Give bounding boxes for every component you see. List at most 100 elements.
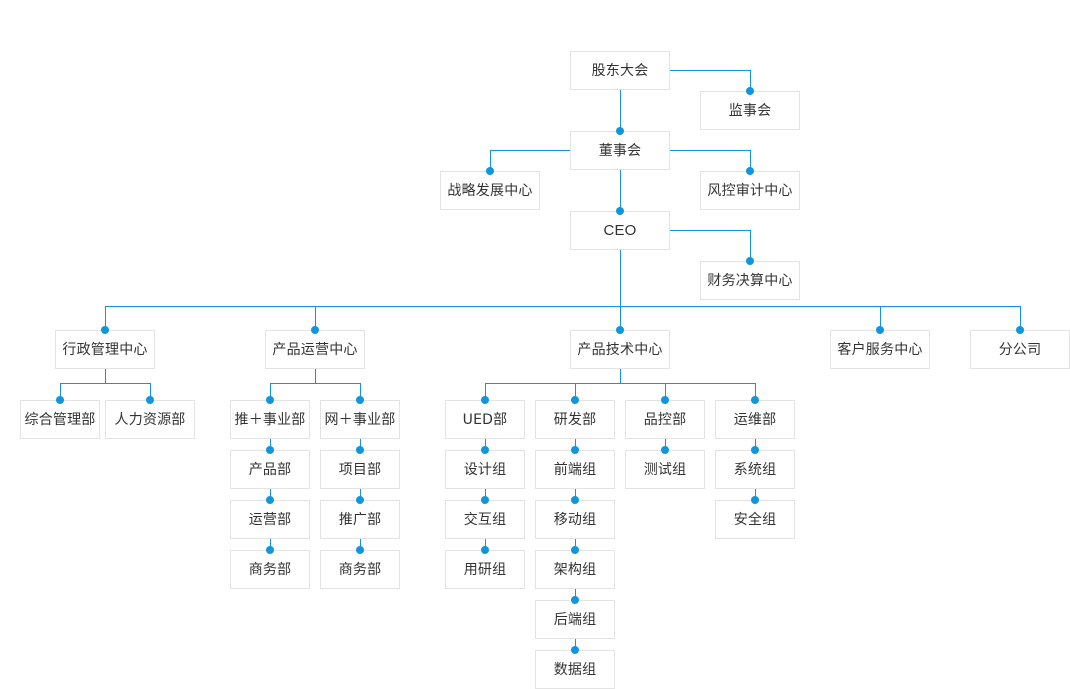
- connector-dot-a1: [56, 396, 64, 404]
- connector-c3-bus: [485, 383, 755, 384]
- connector-n3-n4-v: [490, 150, 491, 171]
- connector-dot-f6: [571, 646, 579, 654]
- connector-dot-f5: [571, 596, 579, 604]
- connector-c3-h1: [755, 383, 756, 400]
- connector-dot-b4: [266, 546, 274, 554]
- connector-dot-f3: [571, 496, 579, 504]
- org-node-g1[interactable]: 品控部: [625, 400, 705, 439]
- connector-c2-drop: [315, 369, 316, 383]
- org-node-d2[interactable]: 项目部: [320, 450, 400, 489]
- org-node-f5[interactable]: 后端组: [535, 600, 615, 639]
- connector-g1-g2: [665, 439, 666, 450]
- org-node-d3[interactable]: 推广部: [320, 500, 400, 539]
- connector-dot-e1: [481, 396, 489, 404]
- org-node-n6[interactable]: CEO: [570, 211, 670, 250]
- org-node-n2[interactable]: 监事会: [700, 91, 800, 130]
- org-node-a1[interactable]: 综合管理部: [20, 400, 100, 439]
- connector-dot-n3: [616, 127, 624, 135]
- org-node-e3[interactable]: 交互组: [445, 500, 525, 539]
- connector-f4-f5: [575, 589, 576, 600]
- connector-c1-a2: [150, 383, 151, 400]
- org-node-f6[interactable]: 数据组: [535, 650, 615, 689]
- org-node-c1[interactable]: 行政管理中心: [55, 330, 155, 369]
- connector-n6-n7-v: [750, 230, 751, 261]
- org-node-n4[interactable]: 战略发展中心: [440, 171, 540, 210]
- connector-dot-c3: [616, 326, 624, 334]
- org-node-c4[interactable]: 客户服务中心: [830, 330, 930, 369]
- connector-dot-b2: [266, 446, 274, 454]
- org-node-f4[interactable]: 架构组: [535, 550, 615, 589]
- connector-n3-n4-h: [490, 150, 570, 151]
- connector-h2-h3: [755, 489, 756, 500]
- connector-e1-e2: [485, 439, 486, 450]
- connector-dot-n2: [746, 87, 754, 95]
- connector-c1-bus: [60, 383, 150, 384]
- connector-dot-b1: [266, 396, 274, 404]
- org-node-c5[interactable]: 分公司: [970, 330, 1070, 369]
- connector-n3-n6-v: [620, 170, 621, 211]
- org-node-e2[interactable]: 设计组: [445, 450, 525, 489]
- org-node-n5[interactable]: 风控审计中心: [700, 171, 800, 210]
- connector-dot-e3: [481, 496, 489, 504]
- connector-dot-n4: [486, 167, 494, 175]
- org-node-e4[interactable]: 用研组: [445, 550, 525, 589]
- connector-dot-h3: [751, 496, 759, 504]
- connector-n1-n3-v: [620, 90, 621, 131]
- org-node-b2[interactable]: 产品部: [230, 450, 310, 489]
- connector-dot-f4: [571, 546, 579, 554]
- org-node-c2[interactable]: 产品运营中心: [265, 330, 365, 369]
- connector-b1-b2: [270, 439, 271, 450]
- connector-dot-n5: [746, 167, 754, 175]
- connector-f5-f6: [575, 639, 576, 650]
- org-node-h2[interactable]: 系统组: [715, 450, 795, 489]
- connector-dot-e4: [481, 546, 489, 554]
- org-node-h1[interactable]: 运维部: [715, 400, 795, 439]
- connector-f1-f2: [575, 439, 576, 450]
- connector-c3-drop: [620, 369, 621, 383]
- org-node-n1[interactable]: 股东大会: [570, 51, 670, 90]
- org-node-a2[interactable]: 人力资源部: [105, 400, 195, 439]
- connector-bus-c1: [105, 306, 106, 330]
- connector-n1-n2-v: [750, 70, 751, 91]
- connector-ceo-drop: [620, 250, 621, 306]
- org-node-d1[interactable]: 网＋事业部: [320, 400, 400, 439]
- connector-e2-e3: [485, 489, 486, 500]
- connector-dot-n6: [616, 207, 624, 215]
- connector-n1-n2-h: [670, 70, 750, 71]
- connector-b3-b4: [270, 539, 271, 550]
- connector-dot-g1: [661, 396, 669, 404]
- connector-dot-n7: [746, 257, 754, 265]
- org-node-n7[interactable]: 财务决算中心: [700, 261, 800, 300]
- connector-n3-n5-v: [750, 150, 751, 171]
- connector-d2-d3: [360, 489, 361, 500]
- connector-h1-h2: [755, 439, 756, 450]
- connector-n6-n7-h: [670, 230, 750, 231]
- org-node-e1[interactable]: UED部: [445, 400, 525, 439]
- connector-e3-e4: [485, 539, 486, 550]
- org-node-b3[interactable]: 运营部: [230, 500, 310, 539]
- org-node-c3[interactable]: 产品技术中心: [570, 330, 670, 369]
- org-node-g2[interactable]: 测试组: [625, 450, 705, 489]
- connector-bus-c3: [620, 306, 621, 330]
- org-node-f1[interactable]: 研发部: [535, 400, 615, 439]
- connector-bus-c5: [1020, 306, 1021, 330]
- org-node-d4[interactable]: 商务部: [320, 550, 400, 589]
- connector-dot-e2: [481, 446, 489, 454]
- org-node-f3[interactable]: 移动组: [535, 500, 615, 539]
- org-node-n3[interactable]: 董事会: [570, 131, 670, 170]
- connector-bus-c4: [880, 306, 881, 330]
- org-node-h3[interactable]: 安全组: [715, 500, 795, 539]
- connector-d3-d4: [360, 539, 361, 550]
- connector-f2-f3: [575, 489, 576, 500]
- connector-c3-f1: [575, 383, 576, 400]
- connector-dot-d2: [356, 446, 364, 454]
- org-node-f2[interactable]: 前端组: [535, 450, 615, 489]
- connector-main-bus: [105, 306, 1020, 307]
- org-node-b4[interactable]: 商务部: [230, 550, 310, 589]
- connector-d1-d2: [360, 439, 361, 450]
- connector-bus-c2: [315, 306, 316, 330]
- connector-dot-d1: [356, 396, 364, 404]
- org-node-b1[interactable]: 推＋事业部: [230, 400, 310, 439]
- connector-dot-a2: [146, 396, 154, 404]
